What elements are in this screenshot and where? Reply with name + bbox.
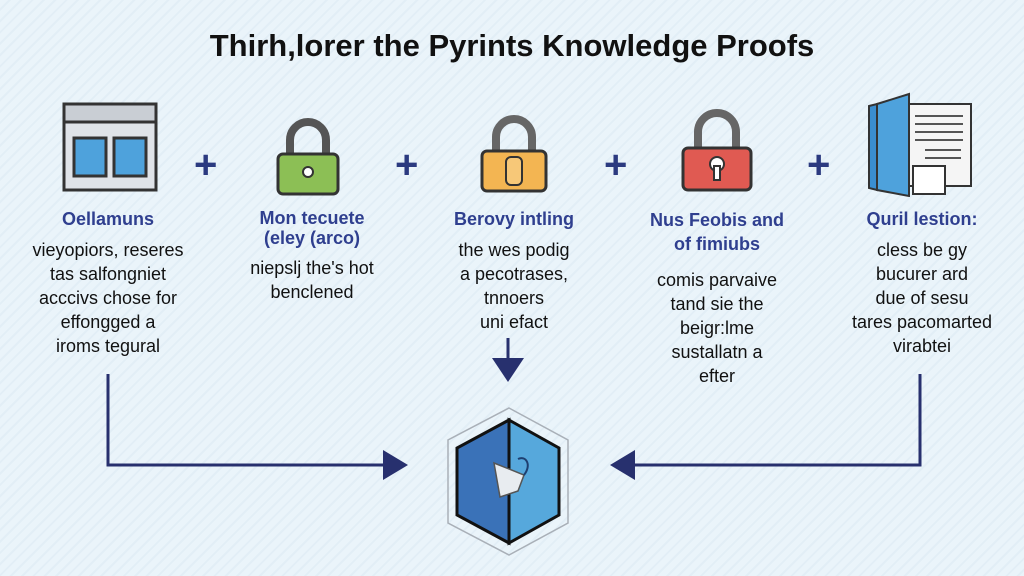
step-heading: Oellamuns	[8, 208, 208, 230]
body-line: due of sesu	[875, 288, 969, 308]
step-heading: Nus Feobis and of fimiubs	[617, 208, 817, 256]
document-book-icon	[868, 92, 972, 197]
right-arrow	[633, 374, 922, 467]
heading-line: (eley (arco)	[263, 228, 361, 248]
heading-line: Oellamuns	[61, 209, 155, 229]
heading-line: Berovy intling	[453, 209, 574, 229]
body-line: a pecotrases,	[459, 264, 569, 284]
body-line: comis parvaive	[656, 270, 778, 290]
plus-icon: +	[194, 143, 218, 187]
red-lock-icon	[681, 109, 753, 192]
body-line: sustallatn a	[671, 342, 763, 362]
window-icon	[62, 102, 158, 192]
body-line: niepslj the's hot	[250, 258, 374, 278]
step-1: Oellamuns vieyopiors, reseres tas salfon…	[8, 208, 208, 358]
zero-knowledge-hexagon-icon	[447, 407, 569, 556]
body-line: tares pacomarted	[851, 312, 993, 332]
body-line: benclened	[270, 282, 354, 302]
body-line: iroms tegural	[55, 336, 161, 356]
left-arrowhead	[383, 450, 408, 480]
body-line: tand sie the	[670, 294, 764, 314]
page-title: Thirh,lorer the Pyrints Knowledge Proofs	[209, 28, 815, 63]
body-line: cless be gy	[876, 240, 968, 260]
body-line: acccivs chose for	[38, 288, 178, 308]
heading-line: of fimiubs	[674, 234, 760, 254]
step-description: the wes podig a pecotrases, tnnoers uni …	[414, 238, 614, 334]
plus-icon: +	[395, 143, 419, 187]
step-heading: Berovy intling	[414, 208, 614, 230]
step-description: comis parvaive tand sie the beigr:lme su…	[617, 268, 817, 388]
step-description: vieyopiors, reseres tas salfongniet accc…	[8, 238, 208, 358]
body-line: virabtei	[892, 336, 952, 356]
plus-icon: +	[807, 143, 831, 187]
heading-line: Nus Feobis and	[649, 210, 784, 230]
down-arrowhead	[492, 358, 524, 382]
body-line: effongged a	[60, 312, 156, 332]
body-line: the wes podig	[458, 240, 570, 260]
body-line: beigr:lme	[679, 318, 755, 338]
heading-line: Quril lestion:	[866, 209, 978, 229]
green-lock-icon	[276, 118, 340, 196]
body-line: tas salfongniet	[49, 264, 167, 284]
body-line: efter	[698, 366, 736, 386]
body-line: uni efact	[479, 312, 549, 332]
step-2: Mon tecuete (eley (arco) niepslj the's h…	[212, 208, 412, 304]
left-arrow	[106, 374, 385, 467]
step-5: Quril lestion: cless be gy bucurer ard d…	[822, 208, 1022, 358]
body-line: bucurer ard	[875, 264, 969, 284]
step-3: Berovy intling the wes podig a pecotrase…	[414, 208, 614, 334]
body-line: tnnoers	[483, 288, 545, 308]
heading-line: Mon tecuete	[259, 208, 365, 228]
orange-lock-icon	[480, 115, 548, 193]
right-arrowhead	[610, 450, 635, 480]
step-heading: Mon tecuete (eley (arco)	[212, 208, 412, 248]
step-description: cless be gy bucurer ard due of sesu tare…	[822, 238, 1022, 358]
body-line: vieyopiors, reseres	[32, 240, 184, 260]
plus-icon: +	[604, 143, 628, 187]
step-4: Nus Feobis and of fimiubs comis parvaive…	[617, 208, 817, 388]
step-description: niepslj the's hot benclened	[212, 256, 412, 304]
step-heading: Quril lestion:	[822, 208, 1022, 230]
